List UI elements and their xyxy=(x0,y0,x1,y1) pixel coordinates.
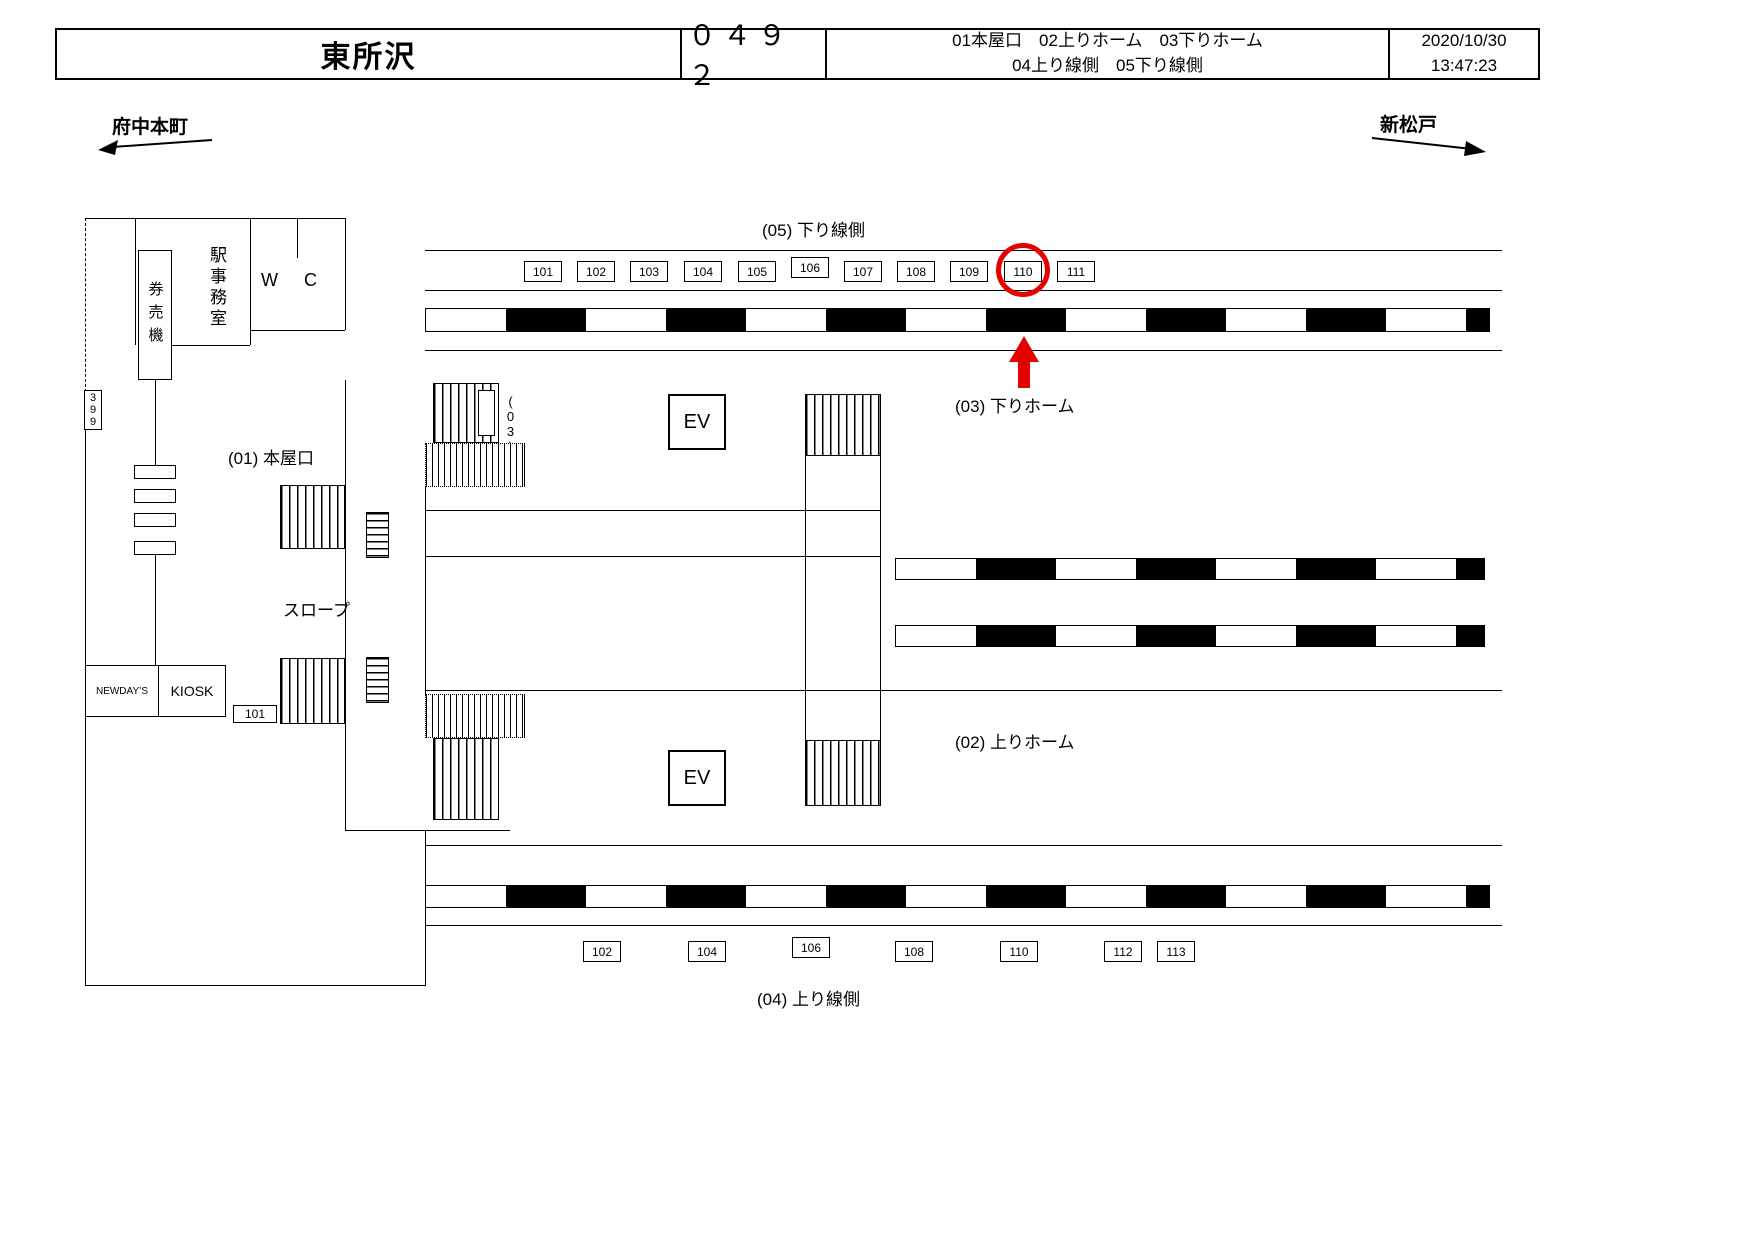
stairs-platform-up xyxy=(805,740,881,806)
stairs-narrow-upper xyxy=(366,512,389,558)
date-text: 2020/10/30 xyxy=(1421,31,1507,51)
platform-edge-line xyxy=(425,845,1502,846)
platform-edge-line xyxy=(425,350,1502,351)
stairs-narrow-lower xyxy=(366,657,389,703)
sign-up-106[interactable]: 106 xyxy=(792,937,830,958)
up-track-stripe xyxy=(425,885,1490,908)
stairs-entrance-lower xyxy=(280,658,345,724)
center-track-stripe-1 xyxy=(895,558,1485,580)
platform-edge-line xyxy=(425,690,1502,691)
stair-03-label: (03) xyxy=(503,394,518,454)
down-lineside-label: (05) 下り線側 xyxy=(762,221,865,240)
sign-up-102[interactable]: 102 xyxy=(583,941,621,962)
station-office-label: 駅事務室 xyxy=(207,246,226,330)
direction-right-label: 新松戸 xyxy=(1380,115,1438,136)
stair-handrail xyxy=(478,390,495,436)
board-number: ０４９２ xyxy=(682,20,827,91)
sign-down-102[interactable]: 102 xyxy=(577,261,615,282)
corridor-line xyxy=(425,556,880,557)
ticket-machine-label: 券売機 xyxy=(146,280,164,350)
corridor-wall xyxy=(805,456,806,740)
building-wall xyxy=(85,218,345,219)
corridor-wall xyxy=(425,487,426,694)
station-name: 東所沢 xyxy=(57,30,682,78)
sign-down-103[interactable]: 103 xyxy=(630,261,668,282)
sign-down-106[interactable]: 106 xyxy=(791,257,829,278)
area-legend: 01本屋口 02上りホーム 03下りホーム 04上り線側 05下り線側 xyxy=(827,30,1390,78)
building-wall-dashed xyxy=(85,218,86,392)
sign-up-110[interactable]: 110 xyxy=(1000,941,1038,962)
up-lineside-label: (04) 上り線側 xyxy=(757,990,860,1009)
edge-number: 399 xyxy=(87,392,99,428)
building-wall xyxy=(250,218,251,345)
highlight-arrow-shaft xyxy=(1018,360,1030,388)
down-platform-label: (03) 下りホーム xyxy=(955,397,1075,416)
down-track-stripe xyxy=(425,308,1490,332)
up-platform-label: (02) 上りホーム xyxy=(955,733,1075,752)
building-wall xyxy=(425,830,426,985)
stairs-platform-down xyxy=(805,394,881,456)
corridor-wall xyxy=(345,380,346,830)
platform-edge-line xyxy=(425,925,1502,926)
platform-edge-line xyxy=(425,250,1502,251)
direction-left-label: 府中本町 xyxy=(112,117,189,138)
sign-up-112[interactable]: 112 xyxy=(1104,941,1142,962)
corridor-line xyxy=(345,830,510,831)
corridor-wall xyxy=(880,456,881,740)
sign-concourse-101[interactable]: 101 xyxy=(233,705,277,723)
building-wall xyxy=(345,218,346,330)
sign-up-104[interactable]: 104 xyxy=(688,941,726,962)
newdays-shop: NEWDAY’S xyxy=(85,665,159,717)
elevator-top: EV xyxy=(668,394,726,450)
sign-up-108[interactable]: 108 xyxy=(895,941,933,962)
gate-line xyxy=(155,380,156,465)
sign-down-109[interactable]: 109 xyxy=(950,261,988,282)
ticket-gate xyxy=(134,513,176,527)
stairs-concourse-bottom xyxy=(433,738,499,820)
corridor-line xyxy=(425,510,880,511)
slope-label: スロープ xyxy=(283,601,350,620)
wc-divider-wall xyxy=(297,218,298,258)
ticket-gate xyxy=(134,489,176,503)
legend-line-2: 04上り線側 05下り線側 xyxy=(1012,56,1203,75)
wc-label-w: W xyxy=(261,270,278,290)
sign-down-101[interactable]: 101 xyxy=(524,261,562,282)
wc-label-c: C xyxy=(304,270,317,290)
left-arrow-icon xyxy=(98,139,213,155)
sign-down-104[interactable]: 104 xyxy=(684,261,722,282)
sign-down-107[interactable]: 107 xyxy=(844,261,882,282)
sign-down-111[interactable]: 111 xyxy=(1057,261,1095,282)
stairs-entrance-upper xyxy=(280,485,345,549)
time-text: 13:47:23 xyxy=(1430,56,1498,75)
ticket-gate xyxy=(134,465,176,479)
building-wall xyxy=(135,218,136,345)
building-wall xyxy=(250,330,345,331)
stairs-underpass-bottom xyxy=(425,694,525,738)
legend-line-1: 01本屋口 02上りホーム 03下りホーム xyxy=(952,31,1263,51)
ticket-gate xyxy=(134,541,176,555)
stairs-underpass-top xyxy=(425,443,525,487)
header-table: 東所沢 ０４９２ 01本屋口 02上りホーム 03下りホーム 04上り線側 05… xyxy=(55,20,1540,91)
highlight-circle xyxy=(996,243,1050,297)
main-entrance-label: (01) 本屋口 xyxy=(228,449,314,468)
building-wall xyxy=(85,985,426,986)
center-track-stripe-2 xyxy=(895,625,1485,647)
highlight-arrow-icon xyxy=(1009,336,1039,362)
building-wall xyxy=(172,345,250,346)
ticket-machine-box: 券売機 xyxy=(138,250,172,380)
right-arrow-icon xyxy=(1371,137,1486,156)
kiosk-shop: KIOSK xyxy=(158,665,226,717)
sign-up-113[interactable]: 113 xyxy=(1157,941,1195,962)
sign-down-105[interactable]: 105 xyxy=(738,261,776,282)
platform-edge-line xyxy=(425,290,1502,291)
sign-down-108[interactable]: 108 xyxy=(897,261,935,282)
datetime: 2020/10/30 13:47:23 xyxy=(1390,30,1538,78)
elevator-bottom: EV xyxy=(668,750,726,806)
edge-number-box: 399 xyxy=(84,390,102,430)
gate-line xyxy=(155,555,156,665)
